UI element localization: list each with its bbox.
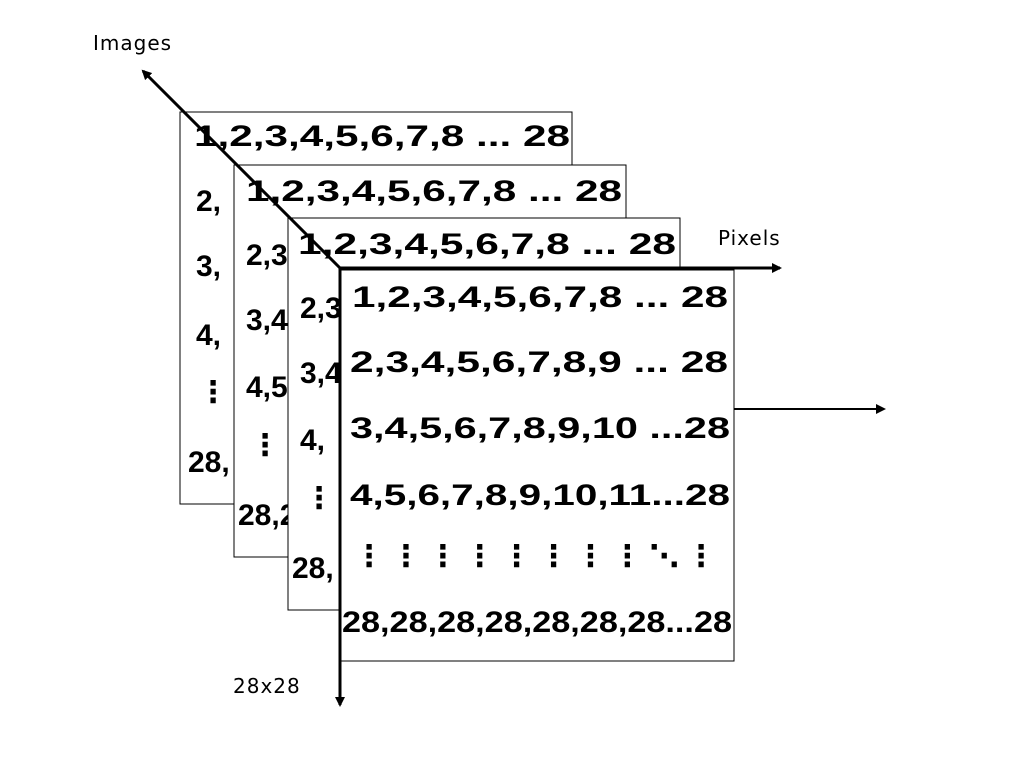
image-layer-1-row-3: 3, (196, 250, 221, 283)
front-matrix: 1,2,3,4,5,6,7,8 ... 28 2,3,4,5,6,7,8,9 .… (339, 269, 735, 662)
matrix-row-dots: ⋮ ⋮ ⋮ ⋮ ⋮ ⋮ ⋮ ⋮ ⋱ ⋮ (354, 540, 716, 573)
pixels-axis-label: Pixels (718, 226, 781, 250)
image-layer-2-row-3: 3,4 (246, 304, 288, 337)
front-matrix-frame (339, 269, 735, 662)
images-axis-line (141, 69, 342, 270)
matrix-row-1: 1,2,3,4,5,6,7,8 ... 28 (352, 281, 728, 314)
image-layer-3-row-3: 3,4 (300, 357, 342, 390)
image-layer-2-row-28: 28,2 (238, 499, 296, 532)
matrix-row-4: 4,5,6,7,8,9,10,11...28 (350, 479, 730, 512)
image-layer-2-row-2: 2,3 (246, 239, 288, 272)
size-axis-label: 28x28 (233, 674, 301, 698)
image-layer-2-row-4: 4,5 (246, 371, 288, 404)
image-layer-3-row-dots: ⋮ (304, 482, 334, 515)
image-layer-1-row-28: 28, (188, 446, 230, 479)
image-layer-1-row-4: 4, (196, 319, 221, 352)
image-layer-3-row-4: 4, (300, 424, 325, 457)
image-layer-2-row-dots: ⋮ (250, 429, 280, 462)
image-layer-1-top-row: 1,2,3,4,5,6,7,8 ... 28 (194, 120, 570, 153)
matrix-row-28: 28,28,28,28,28,28,28...28 (342, 606, 732, 639)
matrix-row-2: 2,3,4,5,6,7,8,9 ... 28 (350, 346, 728, 379)
image-layer-1-row-2: 2, (196, 185, 221, 218)
image-layer-1-row-dots: ⋮ (198, 376, 228, 409)
image-layer-3-top-row: 1,2,3,4,5,6,7,8 ... 28 (298, 228, 676, 261)
matrix-row-3: 3,4,5,6,7,8,9,10 ...28 (350, 412, 730, 445)
image-layer-2-top-row: 1,2,3,4,5,6,7,8 ... 28 (246, 175, 622, 208)
images-axis-label: Images (93, 31, 172, 55)
image-layer-3-row-28: 28, (292, 552, 334, 585)
image-layer-3-row-2: 2,3 (300, 292, 342, 325)
